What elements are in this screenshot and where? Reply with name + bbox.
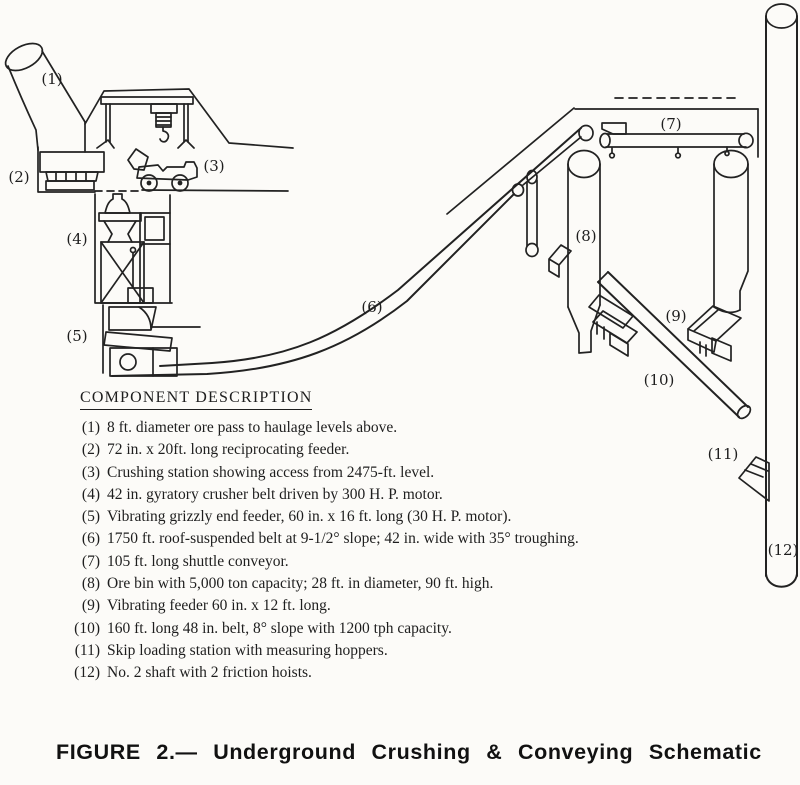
callout-3: (3)	[203, 157, 224, 175]
component-description-list: (1) 8 ft. diameter ore pass to haulage l…	[0, 417, 760, 685]
description-item-11: (11) Skip loading station with measuring…	[0, 640, 760, 662]
item-text: 8 ft. diameter ore pass to haulage level…	[107, 419, 398, 436]
description-item-1: (1) 8 ft. diameter ore pass to haulage l…	[0, 417, 760, 439]
description-item-10: (10) 160 ft. long 48 in. belt, 8° slope …	[0, 618, 760, 640]
item-number: (4)	[81, 485, 100, 503]
ore-bins-drawing	[548, 149, 749, 354]
roof-suspended-belt-drawing	[111, 107, 594, 377]
description-item-3: (3) Crushing station showing access from…	[0, 462, 760, 484]
item-number: (12)	[74, 664, 100, 682]
description-item-7: (7) 105 ft. long shuttle conveyor.	[0, 551, 760, 573]
item-number: (3)	[81, 463, 100, 481]
callout-10: (10)	[644, 371, 675, 389]
component-description: COMPONENT DESCRIPTION (1) 8 ft. diameter…	[0, 389, 760, 685]
callout-7: (7)	[660, 115, 681, 133]
callout-11: (11)	[708, 445, 739, 463]
figure-caption: FIGURE 2.— Underground Crushing & Convey…	[56, 740, 762, 764]
item-text: 105 ft. long shuttle conveyor.	[107, 552, 289, 570]
callout-labels: (1) (2) (3) (4) (5) (6) (7) (8) (9) (10)…	[8, 70, 798, 559]
item-text: 72 in. x 20ft. long reciprocating feeder…	[107, 441, 350, 459]
item-number: (1)	[81, 419, 100, 436]
item-text: Vibrating grizzly end feeder, 60 in. x 1…	[107, 508, 512, 526]
description-item-9: (9) Vibrating feeder 60 in. x 12 ft. lon…	[0, 595, 760, 617]
description-item-12: (12) No. 2 shaft with 2 friction hoists.	[0, 662, 760, 684]
component-description-heading: COMPONENT DESCRIPTION	[80, 389, 313, 410]
item-text: 1750 ft. roof-suspended belt at 9-1/2° s…	[107, 530, 579, 548]
item-number: (8)	[81, 575, 100, 593]
incline-belt-drawing	[597, 271, 752, 420]
item-number: (7)	[81, 552, 100, 570]
crushing-station-drawing	[37, 88, 294, 193]
item-text: Ore bin with 5,000 ton capacity; 28 ft. …	[107, 575, 494, 593]
loader-vehicle-drawing	[127, 148, 198, 192]
item-text: 160 ft. long 48 in. belt, 8° slope with …	[107, 619, 452, 637]
description-item-5: (5) Vibrating grizzly end feeder, 60 in.…	[0, 506, 760, 528]
item-number: (5)	[81, 508, 100, 526]
description-item-6: (6) 1750 ft. roof-suspended belt at 9-1/…	[0, 528, 760, 550]
reciprocating-feeder-drawing	[39, 151, 105, 191]
description-item-4: (4) 42 in. gyratory crusher belt driven …	[0, 484, 760, 506]
ore-pass-drawing	[4, 42, 86, 153]
callout-12: (12)	[768, 541, 799, 559]
callout-6: (6)	[361, 298, 382, 316]
callout-9: (9)	[665, 307, 686, 325]
callout-8: (8)	[575, 227, 596, 245]
callout-4: (4)	[66, 230, 87, 248]
item-number: (6)	[81, 530, 100, 548]
item-text: Crushing station showing access from 247…	[107, 463, 435, 481]
description-item-8: (8) Ore bin with 5,000 ton capacity; 28 …	[0, 573, 760, 595]
gyratory-crusher-drawing	[94, 193, 173, 304]
vibrating-feeders-drawing	[588, 294, 742, 362]
gantry-crane-drawing	[96, 96, 195, 149]
description-item-2: (2) 72 in. x 20ft. long reciprocating fe…	[0, 439, 760, 461]
callout-1: (1)	[41, 70, 62, 88]
underground-crushing-conveying-diagram: (1) (2) (3) (4) (5) (6) (7) (8) (9) (10)…	[4, 3, 798, 588]
item-number: (11)	[74, 641, 100, 659]
item-number: (9)	[81, 597, 100, 615]
item-text: Skip loading station with measuring hopp…	[107, 641, 388, 659]
shaft-drawing	[765, 3, 798, 588]
item-number: (2)	[81, 441, 100, 459]
callout-2: (2)	[8, 168, 29, 186]
bin-chamber-roof-drawing	[574, 97, 759, 158]
item-text: No. 2 shaft with 2 friction hoists.	[107, 664, 312, 682]
item-number: (10)	[74, 619, 100, 637]
item-text: 42 in. gyratory crusher belt driven by 3…	[107, 485, 443, 503]
callout-5: (5)	[66, 327, 87, 345]
item-text: Vibrating feeder 60 in. x 12 ft. long.	[107, 597, 331, 615]
